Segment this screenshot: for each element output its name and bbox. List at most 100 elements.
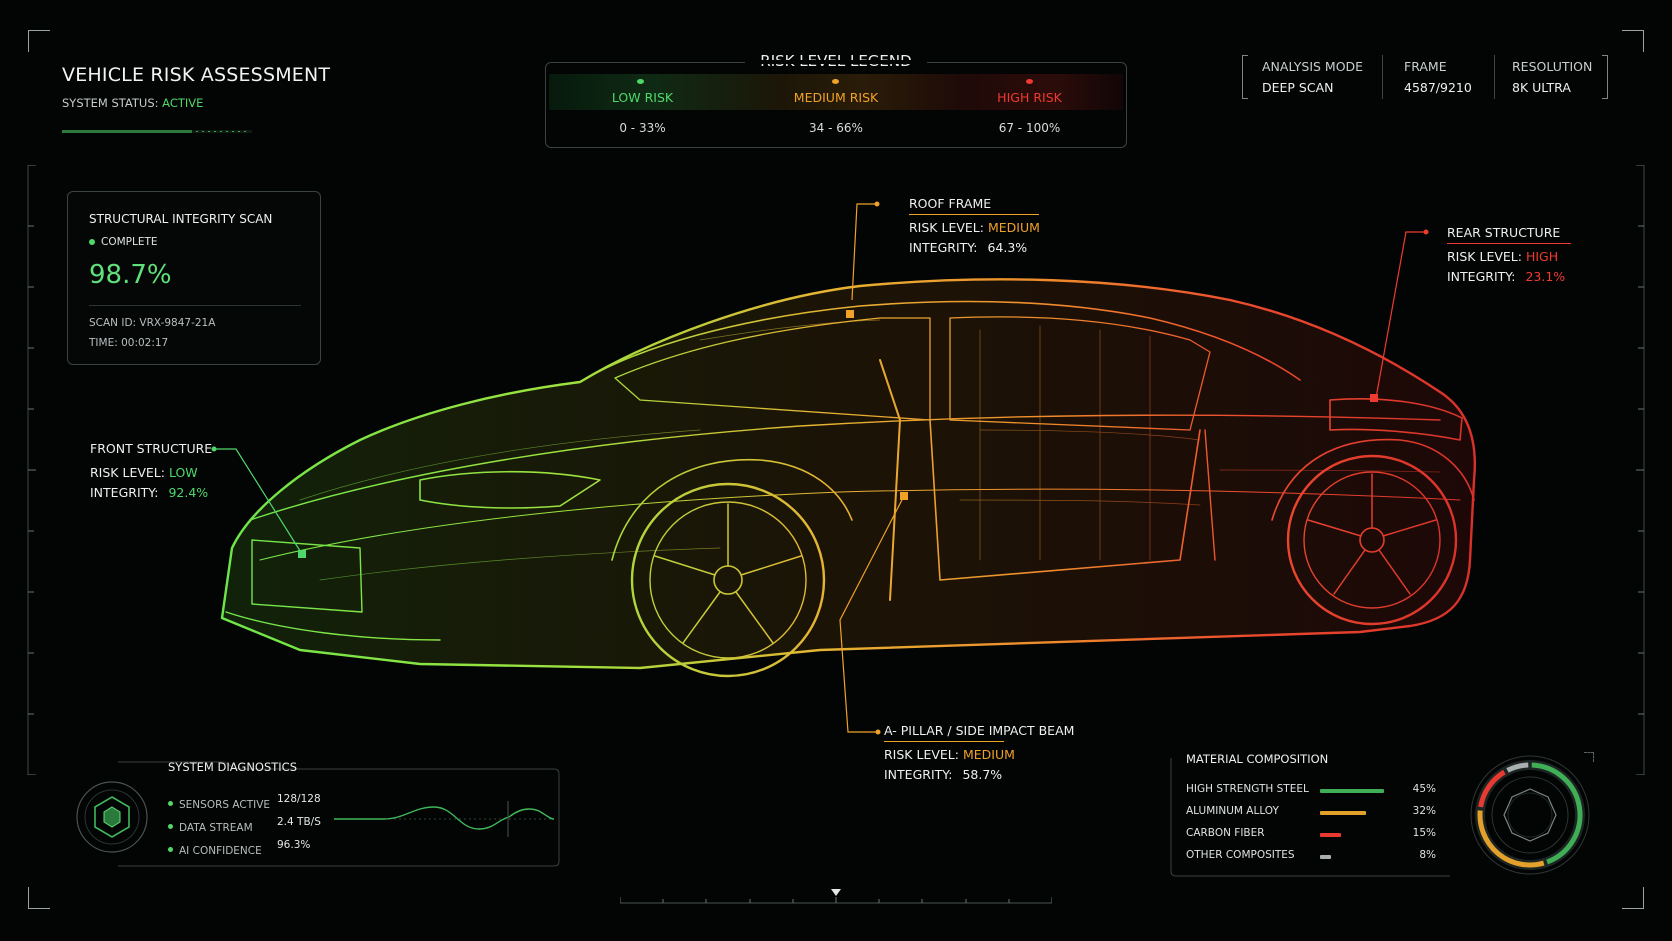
info-divider-1 (1382, 55, 1383, 99)
callout-pillar-title: A- PILLAR / SIDE IMPACT BEAM (884, 723, 1075, 738)
diag-row-data-stream: DATA STREAM (168, 816, 253, 835)
callout-rear-risk-label: RISK LEVEL: (1447, 249, 1522, 264)
scan-status-text: COMPLETE (101, 236, 158, 248)
callout-pillar-risk-label: RISK LEVEL: (884, 747, 959, 762)
callout-front-risk: RISK LEVEL: LOW (90, 465, 212, 480)
material-percent: 45% (1412, 783, 1436, 795)
diagnostics-title: SYSTEM DIAGNOSTICS (168, 760, 298, 774)
system-diagnostics-panel: SYSTEM DIAGNOSTICS SENSORS ACTIVE 128/12… (74, 760, 560, 867)
material-label: OTHER COMPOSITES (1186, 849, 1295, 861)
bottom-timeline-ruler (620, 889, 1052, 904)
diag-row-ai-confidence: AI CONFIDENCE (168, 839, 262, 858)
info-frame-value: 4587/9210 (1404, 80, 1472, 95)
info-resolution: RESOLUTION 8K ULTRA (1512, 59, 1592, 95)
hexagon-scan-icon (76, 781, 148, 853)
legend-high: HIGH RISK 67 - 100% (932, 62, 1127, 148)
callout-rear-structure: REAR STRUCTURE RISK LEVEL: HIGH INTEGRIT… (1447, 225, 1571, 284)
right-ruler (1636, 165, 1645, 775)
callout-roof-underline (909, 214, 1039, 215)
gauge-corner-dots (1584, 752, 1594, 762)
callout-roof-integrity-label: INTEGRITY: (909, 240, 978, 255)
frame-corner-bottom-left (28, 887, 50, 909)
info-bracket-right (1602, 55, 1608, 99)
materials-frame (1170, 758, 1450, 877)
scan-status-dot (89, 239, 95, 245)
gauge-arc-segment (1478, 769, 1506, 808)
material-label: CARBON FIBER (1186, 827, 1265, 839)
legend-medium-range: 34 - 66% (809, 121, 863, 135)
data-stream-waveform (334, 801, 554, 837)
info-analysis-mode: ANALYSIS MODE DEEP SCAN (1262, 59, 1363, 95)
legend-low-label: LOW RISK (611, 90, 674, 105)
legend-medium-label: MEDIUM RISK (793, 90, 879, 105)
scan-title: STRUCTURAL INTEGRITY SCAN (89, 212, 273, 226)
callout-pillar-underline (884, 741, 1004, 742)
material-row: CARBON FIBER 15% (1186, 827, 1436, 843)
callout-rear-integrity: INTEGRITY: 23.1% (1447, 269, 1565, 284)
system-status: SYSTEM STATUS: ACTIVE (62, 96, 203, 110)
callout-front-integrity-value: 92.4% (168, 485, 209, 500)
diag-stream-dot (168, 824, 173, 829)
callout-front-structure: FRONT STRUCTURE RISK LEVEL: LOW INTEGRIT… (90, 441, 212, 500)
material-bar (1320, 855, 1331, 859)
structural-scan-panel: STRUCTURAL INTEGRITY SCAN COMPLETE 98.7%… (67, 191, 321, 365)
legend-low-dot (637, 79, 644, 84)
diag-ai-label: AI CONFIDENCE (179, 845, 262, 857)
callout-rear-integrity-label: INTEGRITY: (1447, 269, 1516, 284)
gauge-arc-segment (1531, 762, 1583, 865)
left-ruler (27, 165, 36, 775)
callout-rear-title: REAR STRUCTURE (1447, 225, 1561, 240)
legend-medium-dot (832, 79, 839, 84)
callout-pillar-risk-value: MEDIUM (962, 747, 1015, 762)
callout-front-title: FRONT STRUCTURE (90, 441, 213, 456)
material-row: HIGH STRENGTH STEEL 45% (1186, 783, 1436, 799)
material-bar (1320, 833, 1341, 837)
material-bar (1320, 811, 1366, 815)
info-frame: FRAME 4587/9210 (1404, 59, 1472, 95)
status-progress-bar (62, 130, 252, 133)
callout-pillar-integrity-value: 58.7% (962, 767, 1003, 782)
info-resolution-value: 8K ULTRA (1512, 80, 1571, 95)
callout-roof-frame: ROOF FRAME RISK LEVEL: MEDIUM INTEGRITY:… (909, 196, 1040, 255)
material-composition-panel: MATERIAL COMPOSITION (1170, 746, 1450, 878)
callout-rear-integrity-value: 23.1% (1525, 269, 1566, 284)
material-percent: 32% (1412, 805, 1436, 817)
diagnostics-frame (118, 761, 560, 867)
callout-roof-risk-label: RISK LEVEL: (909, 220, 984, 235)
gauge-arc-segment (1506, 762, 1529, 773)
analysis-info: ANALYSIS MODE DEEP SCAN FRAME 4587/9210 … (1242, 55, 1608, 99)
info-frame-label: FRAME (1404, 59, 1447, 74)
diag-stream-value: 2.4 TB/S (277, 816, 321, 828)
info-analysis-mode-value: DEEP SCAN (1262, 80, 1334, 95)
radial-gauge-icon (1470, 755, 1590, 875)
system-status-label: SYSTEM STATUS: (62, 96, 159, 110)
callout-roof-risk-value: MEDIUM (987, 220, 1040, 235)
callout-rear-risk-value: HIGH (1525, 249, 1559, 264)
frame-corner-top-right (1622, 30, 1644, 52)
scan-percent: 98.7% (89, 260, 172, 290)
callout-roof-risk: RISK LEVEL: MEDIUM (909, 220, 1040, 235)
diag-sensors-label: SENSORS ACTIVE (179, 799, 271, 811)
callout-front-risk-value: LOW (168, 465, 198, 480)
callout-front-integrity: INTEGRITY: 92.4% (90, 485, 212, 500)
callout-front-integrity-label: INTEGRITY: (90, 485, 159, 500)
frame-corner-bottom-right (1622, 887, 1644, 909)
frame-corner-top-left (28, 30, 50, 52)
callout-roof-title: ROOF FRAME (909, 196, 992, 211)
material-label: HIGH STRENGTH STEEL (1186, 783, 1309, 795)
scan-id: SCAN ID: VRX-9847-21A (89, 317, 216, 329)
gauge-arc-segment (1477, 810, 1545, 868)
diag-sensors-value: 128/128 (277, 793, 321, 805)
legend-high-label: HIGH RISK (997, 90, 1062, 105)
callout-pillar-integrity: INTEGRITY: 58.7% (884, 767, 1074, 782)
material-percent: 15% (1412, 827, 1436, 839)
callout-front-risk-label: RISK LEVEL: (90, 465, 165, 480)
diag-sensors-dot (168, 801, 173, 806)
material-bar (1320, 789, 1384, 793)
page-title: VEHICLE RISK ASSESSMENT (62, 64, 331, 86)
legend-low-range: 0 - 33% (619, 121, 666, 135)
legend-high-dot (1026, 79, 1033, 84)
scan-divider (89, 305, 301, 306)
